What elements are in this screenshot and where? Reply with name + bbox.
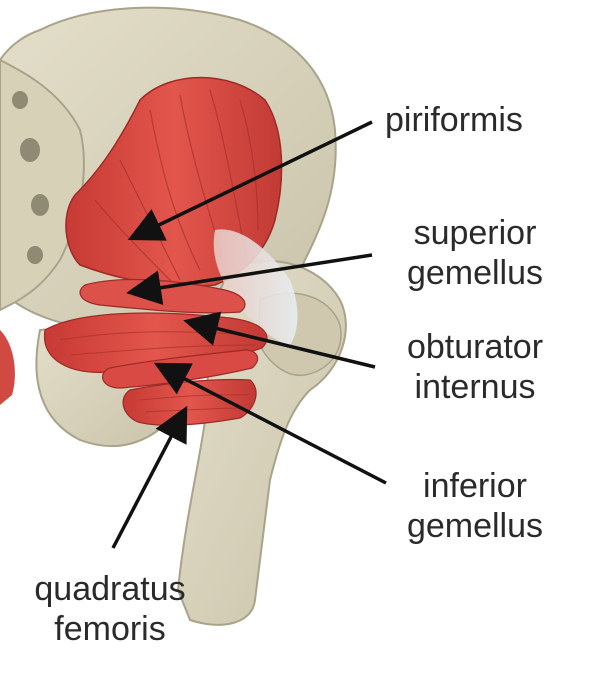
arrow-inferior-gemellus [153,362,387,485]
arrow-superior-gemellus [126,253,373,306]
arrow-obturator-internus [183,311,376,369]
label-obturator-internus-line1: obturator [406,328,544,366]
arrows [111,120,387,549]
label-superior-gemellus: superior gemellus [385,213,565,293]
label-superior-gemellus-line2: gemellus [406,254,544,292]
label-obturator-internus: obturator internus [385,327,565,407]
label-inferior-gemellus-line2: gemellus [406,507,544,545]
tendon [213,229,298,345]
label-quadratus-femoris-line2: femoris [54,610,166,648]
label-quadratus-femoris-line1: quadratus [34,570,186,608]
label-inferior-gemellus-line1: inferior [423,467,527,505]
label-quadratus-femoris: quadratus femoris [10,569,210,649]
label-obturator-internus-line2: internus [414,368,536,406]
label-inferior-gemellus: inferior gemellus [385,466,565,546]
label-piriformis: piriformis [385,100,565,140]
arrow-piriformis [127,120,373,241]
edge-muscle [0,330,15,405]
label-piriformis-line1: piriformis [385,101,523,139]
arrow-quadratus-femoris [111,405,188,549]
label-superior-gemellus-line1: superior [413,214,537,252]
